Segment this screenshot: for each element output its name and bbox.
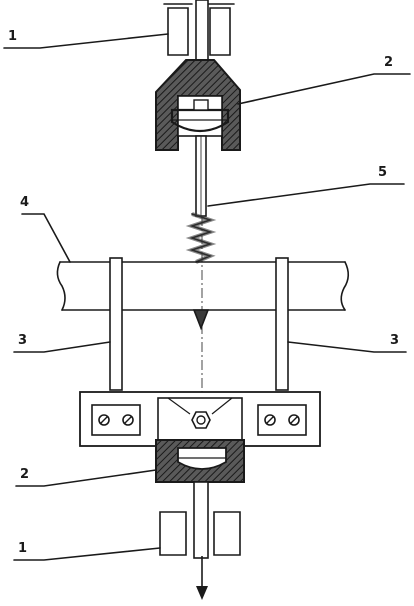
- top-grip-jaws: [163, 0, 235, 61]
- screw-shank: [195, 135, 207, 217]
- pull-direction-arrow-icon: [196, 556, 208, 600]
- callout-top-grip: 1: [8, 29, 18, 44]
- callout-screw: 5: [378, 165, 388, 180]
- workpiece-beam: [56, 261, 350, 331]
- right-strap: [275, 257, 289, 391]
- bolt-icon: [98, 414, 300, 426]
- left-strap: [109, 257, 123, 391]
- callout-right-strap: 3: [390, 333, 400, 348]
- callout-workpiece: 4: [20, 195, 30, 210]
- callout-top-holder: 2: [384, 55, 394, 70]
- leader-lines: [3, 33, 411, 561]
- bottom-grip-jaws: [159, 481, 241, 559]
- bottom-holder: [155, 439, 245, 483]
- screw-thread: [185, 212, 217, 264]
- callout-left-strap: 3: [18, 333, 28, 348]
- callout-bottom-grip: 1: [18, 541, 28, 556]
- center-nut-icon: [167, 397, 233, 429]
- callout-bottom-holder: 2: [20, 467, 30, 482]
- top-holder: [155, 59, 241, 151]
